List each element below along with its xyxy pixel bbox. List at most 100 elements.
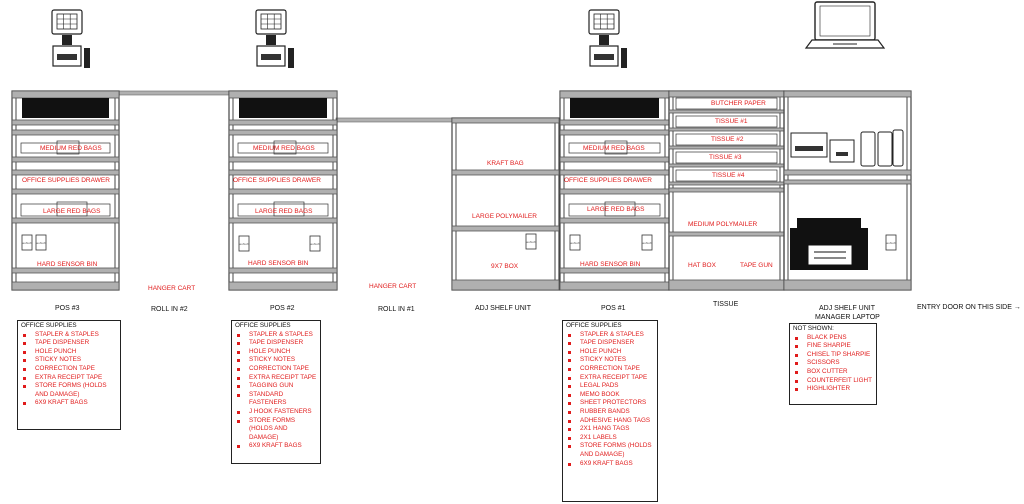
label-printer-slot bbox=[795, 146, 823, 151]
pos3-shelf bbox=[11, 188, 120, 195]
roll1-hanger-cart-label: HANGER CART bbox=[369, 283, 417, 290]
pos1-bag-slot bbox=[604, 201, 636, 217]
pos2-bin-b bbox=[309, 235, 321, 252]
tissue-top bbox=[668, 90, 785, 98]
tissue-4-label: TISSUE #4 bbox=[712, 172, 745, 179]
list-item: BLACK PENS bbox=[793, 334, 873, 343]
pos3-medium-red-bags-label: MEDIUM RED BAGS bbox=[40, 145, 102, 152]
pos1-bin-a-tag: auNuX bbox=[570, 241, 579, 245]
pos2-bin-a-tag: auNuX bbox=[239, 242, 248, 246]
tissue-bin-4 bbox=[675, 169, 778, 182]
list-item: SCISSORS bbox=[793, 359, 873, 368]
pos1-bag-slot bbox=[604, 140, 628, 155]
list-item: CORRECTION TAPE bbox=[566, 365, 654, 374]
mgr-shelf bbox=[783, 179, 912, 185]
tissue-medium-polymailer-label: MEDIUM POLYMAILER bbox=[688, 221, 758, 228]
pos3-large-red-bags-label: LARGE RED BAGS bbox=[43, 208, 101, 215]
pos1-printer-slot bbox=[594, 54, 614, 60]
tissue-bin-2 bbox=[675, 133, 778, 146]
list-item: CHISEL TIP SHARPIE bbox=[793, 351, 873, 360]
list-item: STAPLER & STAPLES bbox=[235, 331, 317, 340]
counter-link-1 bbox=[118, 90, 230, 96]
pos2-shelf bbox=[228, 169, 338, 176]
list-item: STICKY NOTES bbox=[21, 356, 117, 365]
adj-kraft-bag-label: KRAFT BAG bbox=[487, 160, 524, 167]
pos2-screen-grid bbox=[260, 13, 282, 30]
label-printer bbox=[790, 132, 828, 158]
list-item: EXTRA RECEIPT TAPE bbox=[235, 374, 317, 383]
list-item: EXTRA RECEIPT TAPE bbox=[566, 374, 654, 383]
pos1-bin-b bbox=[641, 234, 653, 251]
list-item: RUBBER BANDS bbox=[566, 408, 654, 417]
list-item: TAPE DISPENSER bbox=[235, 339, 317, 348]
pos2-shelf bbox=[228, 119, 338, 126]
list-item: TAPE DISPENSER bbox=[21, 339, 117, 348]
list-item: 6X9 KRAFT BAGS bbox=[21, 399, 117, 408]
pos1-caption: POS #1 bbox=[601, 305, 626, 312]
small-printer-slot bbox=[836, 152, 848, 156]
mgr-base bbox=[783, 279, 912, 291]
pos1-shelf bbox=[559, 129, 670, 136]
list-item: HOLE PUNCH bbox=[235, 348, 317, 357]
tissue-shelf bbox=[668, 163, 785, 168]
adj-base bbox=[451, 279, 560, 291]
tissue-hat-box-label: HAT BOX bbox=[688, 262, 716, 269]
tissue-caption: TISSUE bbox=[713, 301, 739, 308]
printer-paper-tray bbox=[807, 244, 853, 266]
pos2-top-bar bbox=[228, 90, 338, 99]
list-item: STORE FORMS (HOLDS AND DAMAGE) bbox=[566, 442, 654, 459]
small-printer bbox=[829, 139, 855, 163]
pos1-drawer bbox=[570, 98, 659, 118]
pos1-base bbox=[559, 281, 670, 291]
list-item: 2X1 HANG TAGS bbox=[566, 425, 654, 434]
adj-top bbox=[451, 117, 560, 124]
manager-caption-line2: MANAGER LAPTOP bbox=[815, 314, 880, 321]
pos3-printer-slot bbox=[57, 54, 77, 60]
pos2-shelf bbox=[228, 156, 338, 163]
tissue-1-label: TISSUE #1 bbox=[715, 118, 748, 125]
device-3 bbox=[892, 129, 904, 167]
pos3-scanner bbox=[84, 48, 90, 68]
pos2-bin-a bbox=[238, 235, 250, 252]
pos2-shelf bbox=[228, 188, 338, 195]
adj-9x7-box-label: 9X7 BOX bbox=[491, 263, 519, 270]
pos3-shelf bbox=[11, 129, 120, 136]
pos3-shelf bbox=[11, 156, 120, 163]
list-item: STANDARD FASTENERS bbox=[235, 391, 317, 408]
pos2-caption: POS #2 bbox=[270, 305, 295, 312]
list-item: J HOOK FASTENERS bbox=[235, 408, 317, 417]
pos3-caption: POS #3 bbox=[55, 305, 80, 312]
pos1-medium-red-bags-label: MEDIUM RED BAGS bbox=[583, 145, 645, 152]
pos1-scanner bbox=[621, 48, 627, 68]
pos3-shelf bbox=[11, 267, 120, 274]
list-item: CORRECTION TAPE bbox=[21, 365, 117, 374]
pos1-stand bbox=[599, 35, 609, 45]
mgr-shelf bbox=[783, 169, 912, 176]
laptop-display bbox=[819, 5, 871, 37]
list-item: BOX CUTTER bbox=[793, 368, 873, 377]
pos1-top-bar bbox=[559, 90, 670, 99]
list-item: TAGGING GUN bbox=[235, 382, 317, 391]
pos3-hard-sensor-bin-label: HARD SENSOR BIN bbox=[37, 261, 98, 268]
pos1-medium-bag-box bbox=[568, 142, 661, 154]
pos1-shelf bbox=[559, 169, 670, 176]
pos3-bag-slot bbox=[56, 140, 80, 155]
pos2-scanner bbox=[288, 48, 294, 68]
list-item: FINE SHARPIE bbox=[793, 342, 873, 351]
pos3-bin-b bbox=[35, 234, 47, 251]
tissue-shelf bbox=[668, 127, 785, 132]
adj-shelf bbox=[451, 169, 560, 176]
pos1-shelf bbox=[559, 267, 670, 274]
adj-large-polymailer-label: LARGE POLYMAILER bbox=[472, 213, 537, 220]
list-item: EXTRA RECEIPT TAPE bbox=[21, 374, 117, 383]
tissue-bin-0 bbox=[675, 97, 778, 110]
list-item: 6X9 KRAFT BAGS bbox=[566, 460, 654, 469]
pos2-medium-red-bags-label: MEDIUM RED BAGS bbox=[253, 145, 315, 152]
tissue-shelf bbox=[668, 231, 785, 237]
